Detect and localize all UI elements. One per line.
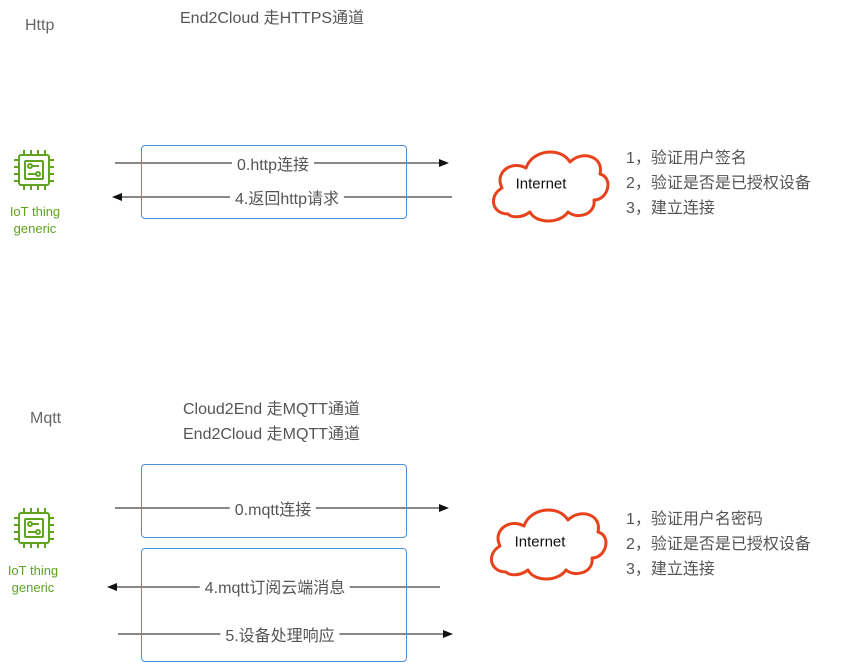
http-verification-steps: 1，验证用户签名 2，验证是否是已授权设备 3，建立连接	[626, 146, 811, 221]
step-item: 3，建立连接	[626, 561, 715, 578]
mqtt-section-label: Mqtt	[30, 410, 62, 427]
http-section-title: End2Cloud 走HTTPS通道	[180, 10, 365, 27]
step-item: 2，验证是否是已授权设备	[626, 175, 811, 192]
iot-chip-icon	[14, 150, 54, 190]
mqtt-device-label: IoT thing generic	[0, 562, 73, 596]
mqtt-messaging-frame	[141, 548, 407, 662]
mqtt-subscribe-label: 4.mqtt订阅云端消息	[199, 574, 351, 598]
mqtt-title-line: Cloud2End 走MQTT通道	[183, 401, 360, 418]
device-name-line: IoT thing	[9, 204, 61, 219]
step-item: 3，建立连接	[626, 200, 715, 217]
mqtt-verification-steps: 1，验证用户名密码 2，验证是否是已授权设备 3，建立连接	[626, 507, 811, 582]
step-item: 2，验证是否是已授权设备	[626, 536, 811, 553]
mqtt-title-line: End2Cloud 走MQTT通道	[183, 426, 360, 443]
http-device-label: IoT thing generic	[0, 203, 75, 237]
step-item: 1，验证用户签名	[626, 150, 747, 167]
device-type-line: generic	[13, 221, 57, 236]
mqtt-connect-label: 0.mqtt连接	[229, 496, 317, 520]
mqtt-cloud-label: Internet	[514, 533, 566, 551]
mqtt-response-label: 5.设备处理响应	[220, 622, 340, 646]
step-item: 1，验证用户名密码	[626, 511, 763, 528]
device-type-line: generic	[11, 580, 55, 595]
mqtt-connect-frame	[141, 464, 407, 538]
iot-chip-icon	[14, 508, 54, 548]
http-section-label: Http	[25, 17, 55, 34]
http-channel-frame	[141, 145, 407, 219]
device-name-line: IoT thing	[7, 563, 59, 578]
http-cloud-label: Internet	[515, 175, 567, 193]
http-response-label: 4.返回http请求	[229, 185, 345, 209]
http-connect-label: 0.http连接	[231, 151, 315, 175]
mqtt-section-title: Cloud2End 走MQTT通道 End2Cloud 走MQTT通道	[183, 397, 360, 447]
